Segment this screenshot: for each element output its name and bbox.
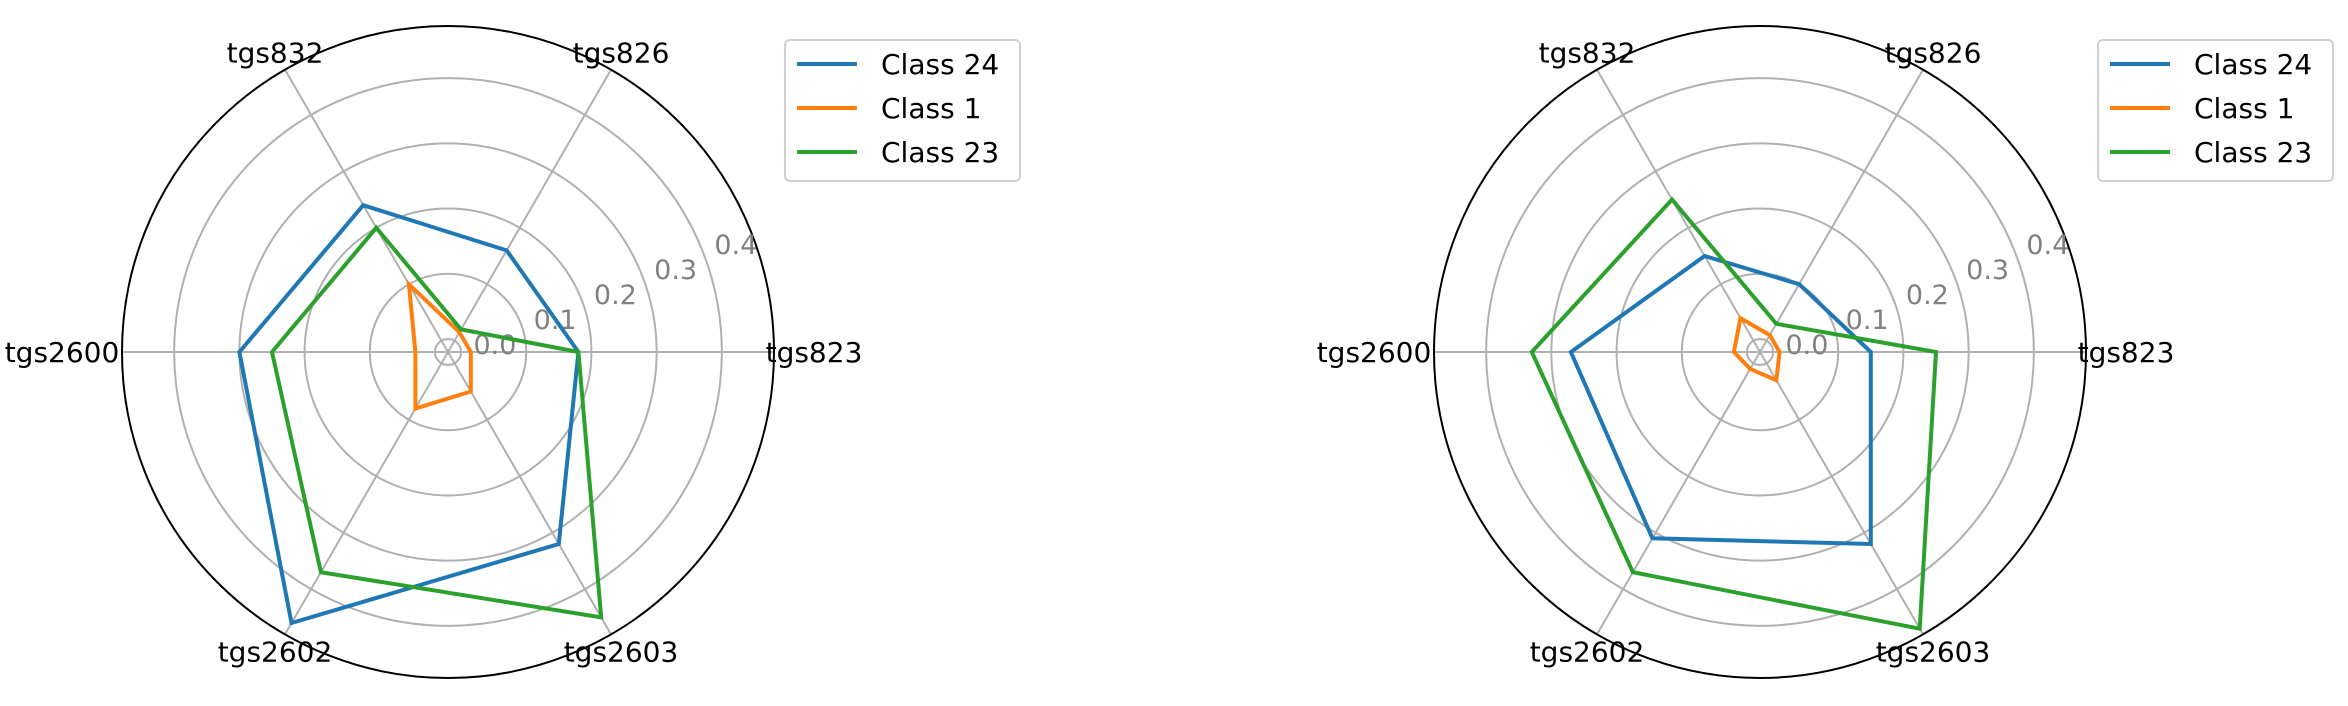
legend-entry-label: Class 24 (881, 48, 999, 81)
spoke-tgs2602 (1596, 351, 1761, 635)
spoke-tgs2603 (447, 351, 612, 635)
legend-entry-label: Class 23 (2194, 136, 2312, 169)
spoke-tgs826 (1759, 69, 1924, 353)
series-line-class-23 (1529, 196, 1939, 632)
r-tick-label: 0.0 (1785, 330, 1828, 361)
axis-label-tgs2602: tgs2602 (218, 636, 333, 669)
spoke-tgs2603 (1759, 351, 1924, 635)
legend: Class 24 Class 1 Class 23 (2097, 39, 2334, 182)
axis-label-tgs2602: tgs2602 (1530, 636, 1645, 669)
spoke-tgs832 (1596, 69, 1761, 353)
spoke-tgs832 (284, 69, 449, 353)
series-line-class-24 (1568, 253, 1873, 547)
series-line-class-1 (406, 279, 473, 412)
legend-entry-label: Class 1 (881, 92, 981, 125)
legend-entry-label: Class 1 (2194, 92, 2294, 125)
r-tick-label: 0.2 (594, 280, 637, 311)
axis-label-tgs2600: tgs2600 (5, 336, 120, 369)
radar-chart-1: 0.00.10.20.30.4tgs823tgs826tgs832tgs2600… (5, 25, 1021, 679)
polar-frame (1433, 25, 2087, 679)
axis-label-tgs823: tgs823 (766, 336, 863, 369)
axis-label-tgs823: tgs823 (2078, 336, 2175, 369)
axis-label-tgs2600: tgs2600 (1317, 336, 1432, 369)
r-tick-label: 0.3 (1966, 255, 2009, 286)
series-line-class-1 (1731, 314, 1782, 384)
legend-entry-label: Class 23 (881, 136, 999, 169)
series-line-class-23 (269, 224, 604, 620)
axis-label-tgs2603: tgs2603 (1876, 636, 1991, 669)
axis-label-tgs832: tgs832 (227, 36, 324, 69)
series-line-class-24 (237, 202, 581, 626)
axis-label-tgs826: tgs826 (1885, 36, 1982, 69)
r-tick-label: 0.3 (654, 255, 697, 286)
legend-entry-label: Class 24 (2194, 48, 2312, 81)
polar-frame (121, 25, 775, 679)
spoke-tgs826 (447, 69, 612, 353)
spoke-tgs2602 (284, 351, 449, 635)
axis-label-tgs826: tgs826 (573, 36, 670, 69)
axis-label-tgs2603: tgs2603 (564, 636, 679, 669)
r-tick-label: 0.4 (2026, 230, 2069, 261)
r-tick-label: 0.2 (1906, 280, 1949, 311)
legend-frame (784, 39, 1021, 182)
legend-frame (2097, 39, 2334, 182)
radar-chart-2: 0.0 0.1 0.2 0.3 0.4 tgs823 tgs826 tgs832 tgs2600… (1317, 25, 2334, 679)
legend: Class 24 Class 1 Class 23 (784, 39, 1021, 182)
axis-label-tgs832: tgs832 (1539, 36, 1636, 69)
r-tick-label: 0.1 (1846, 305, 1889, 336)
r-tick-label: 0.4 (714, 230, 757, 261)
